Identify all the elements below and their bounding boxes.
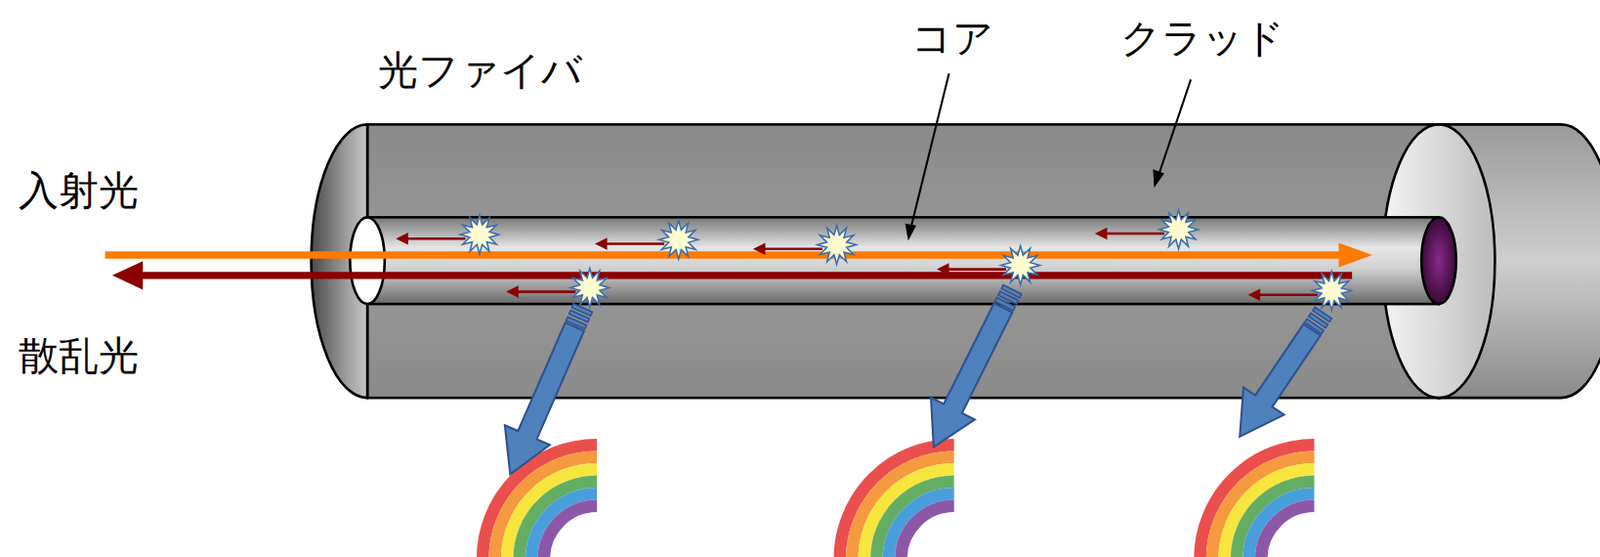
scatter-arrowhead xyxy=(594,237,608,251)
scatter-point xyxy=(1311,271,1351,311)
rainbow-spectrum xyxy=(840,444,955,557)
scatter-point xyxy=(570,268,610,308)
scatter-arrow xyxy=(1256,293,1318,296)
rainbow-spectrum xyxy=(1200,444,1315,557)
scatter-point xyxy=(1159,210,1199,250)
scatter-arrowhead xyxy=(1248,288,1262,301)
arrow-tail-stripe xyxy=(1305,318,1325,334)
scatter-arrowhead xyxy=(1094,227,1108,241)
scatter-arrow xyxy=(404,237,466,241)
detection-arrow xyxy=(505,322,585,474)
arrow-tail-stripe xyxy=(995,297,1016,311)
detection-arrow xyxy=(1239,324,1321,437)
arrow-tail-stripe xyxy=(566,316,588,329)
scatter-arrowhead xyxy=(936,262,950,276)
scatter-arrow xyxy=(760,247,823,251)
scatter-point xyxy=(817,225,857,265)
scatter-point xyxy=(659,219,699,259)
core-label: コア xyxy=(911,16,994,61)
incident-light-label: 入射光 xyxy=(18,168,139,213)
scatter-arrowhead xyxy=(753,242,766,255)
scatter-point xyxy=(460,214,500,254)
scattered-light-label: 散乱光 xyxy=(18,334,139,379)
cladding-label: クラッド xyxy=(1120,16,1285,61)
rainbow-spectrum xyxy=(482,444,597,557)
fiber-label: 光ファイバ xyxy=(378,48,583,93)
scatter-arrow xyxy=(944,267,1007,271)
scatter-arrow xyxy=(1102,232,1165,236)
detection-arrow xyxy=(930,302,1012,447)
scatter-arrow xyxy=(514,290,577,294)
scatter-arrowhead xyxy=(505,285,519,298)
scatter-arrowhead xyxy=(395,232,409,246)
scatter-arrow xyxy=(602,242,665,246)
scatter-point xyxy=(1001,246,1041,286)
